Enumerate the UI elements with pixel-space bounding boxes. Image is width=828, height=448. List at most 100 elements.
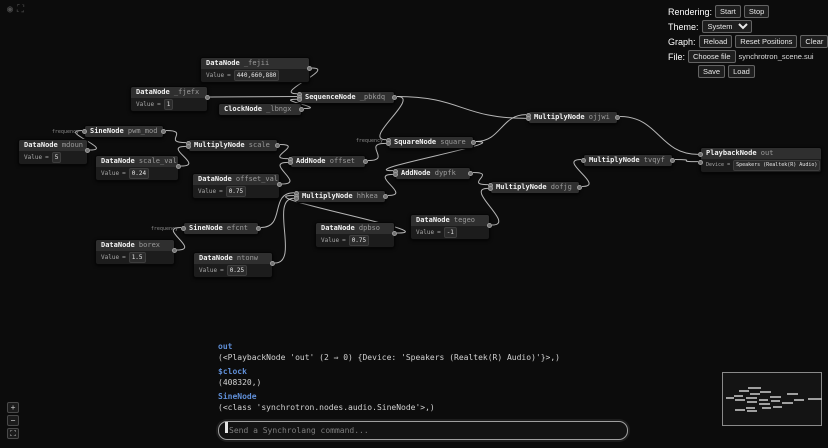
node-title: MultiplyNode hhkea xyxy=(297,191,385,202)
node-title: DataNode _fejii xyxy=(201,58,309,69)
node-field-value: Value=0.24 xyxy=(96,167,178,180)
output-port[interactable] xyxy=(176,164,181,169)
node-title: DataNode borex xyxy=(96,240,174,251)
edge xyxy=(279,144,289,160)
theme-select[interactable]: System xyxy=(701,20,752,33)
filename-text: synchrotron_scene.sui xyxy=(738,52,814,61)
port-label: frequency xyxy=(355,137,383,144)
output-port[interactable] xyxy=(487,223,492,228)
output-port[interactable] xyxy=(256,225,261,231)
edge xyxy=(279,161,291,185)
console-key: out xyxy=(218,342,233,351)
node-field-device: Device=Speakers (Realtek(R) Audio) xyxy=(701,159,821,172)
node-offset[interactable]: AddNode offset xyxy=(288,155,368,168)
zoom-in-button[interactable]: + xyxy=(7,402,19,413)
minimap-node xyxy=(758,398,768,401)
minimap-node xyxy=(793,398,805,401)
input-port[interactable] xyxy=(82,128,87,134)
node-_pbkdq[interactable]: SequenceNode _pbkdq xyxy=(297,91,397,104)
output-port[interactable] xyxy=(363,158,368,164)
choose-file-button[interactable]: Choose file xyxy=(688,50,736,63)
node-_lbngx[interactable]: ClockNode _lbngx xyxy=(218,103,304,116)
command-input-wrap xyxy=(218,418,628,440)
node-title: AddNode dypfk xyxy=(396,168,470,179)
edge xyxy=(165,130,187,144)
output-port[interactable] xyxy=(471,139,476,145)
node-title: MultiplyNode dofjg xyxy=(491,182,579,193)
start-button[interactable]: Start xyxy=(715,5,741,18)
output-port[interactable] xyxy=(383,193,388,199)
console-key: $clock xyxy=(218,367,247,376)
node-title: DataNode dpbso xyxy=(316,223,394,234)
clear-button[interactable]: Clear xyxy=(800,35,828,48)
output-port[interactable] xyxy=(85,148,90,153)
edge xyxy=(472,172,489,186)
control-panel: Rendering: Start Stop Theme: System Grap… xyxy=(668,5,828,80)
output-port[interactable] xyxy=(270,261,275,266)
input-port[interactable] xyxy=(581,157,586,163)
minimap-node xyxy=(759,402,771,405)
minimap-node xyxy=(782,401,794,404)
node-field-value: Value=440,660,880 xyxy=(201,69,309,82)
input-port[interactable] xyxy=(526,116,531,122)
node-tvqyf[interactable]: MultiplyNode tvqyf xyxy=(581,154,675,167)
minimap-node xyxy=(739,390,749,393)
output-port[interactable] xyxy=(392,231,397,236)
stop-button[interactable]: Stop xyxy=(743,5,770,18)
input-port[interactable] xyxy=(181,225,186,231)
output-port[interactable] xyxy=(299,106,304,112)
minimap-node xyxy=(761,406,772,409)
node-title: DataNode tegeo xyxy=(411,215,489,226)
output-port[interactable] xyxy=(615,114,620,120)
output-port[interactable] xyxy=(577,184,582,190)
reload-button[interactable]: Reload xyxy=(698,35,733,48)
node-dofjg[interactable]: MultiplyNode dofjg xyxy=(488,181,582,194)
minimap-node xyxy=(746,400,758,403)
load-button[interactable]: Load xyxy=(728,65,755,78)
command-input[interactable] xyxy=(218,421,628,440)
output-port[interactable] xyxy=(670,157,675,163)
reset-positions-button[interactable]: Reset Positions xyxy=(735,35,798,48)
corner-icons: ◉ ⛶ xyxy=(7,5,24,15)
console-value: (<class 'synchrotron.nodes.audio.SineNod… xyxy=(218,403,435,412)
output-port[interactable] xyxy=(277,182,282,187)
save-button[interactable]: Save xyxy=(698,65,726,78)
output-port[interactable] xyxy=(161,128,166,134)
output-port[interactable] xyxy=(392,94,397,100)
input-port[interactable] xyxy=(698,152,703,158)
node-title: DataNode ntonw xyxy=(194,253,272,264)
zoom-fit-button[interactable]: ⛶ xyxy=(7,428,19,439)
zoom-out-button[interactable]: − xyxy=(7,415,19,426)
minimap-node xyxy=(726,396,735,399)
node-ojjwi[interactable]: MultiplyNode ojjwi xyxy=(526,111,620,124)
logo-icon[interactable]: ◉ xyxy=(7,4,14,15)
output-port[interactable] xyxy=(205,95,210,100)
node-hhkea[interactable]: MultiplyNode hhkea xyxy=(294,190,388,203)
node-title: MultiplyNode scale xyxy=(189,140,277,151)
minimap-node xyxy=(749,392,760,395)
edge xyxy=(475,114,527,142)
output-port[interactable] xyxy=(275,142,280,148)
fullscreen-icon[interactable]: ⛶ xyxy=(17,4,25,15)
input-port[interactable] xyxy=(698,159,703,165)
output-port[interactable] xyxy=(307,66,312,71)
node-dypfk[interactable]: AddNode dypfk xyxy=(393,167,473,180)
minimap[interactable] xyxy=(722,372,823,426)
output-port[interactable] xyxy=(468,170,473,176)
output-port[interactable] xyxy=(172,248,177,253)
node-scale[interactable]: MultiplyNode scale xyxy=(186,139,280,152)
